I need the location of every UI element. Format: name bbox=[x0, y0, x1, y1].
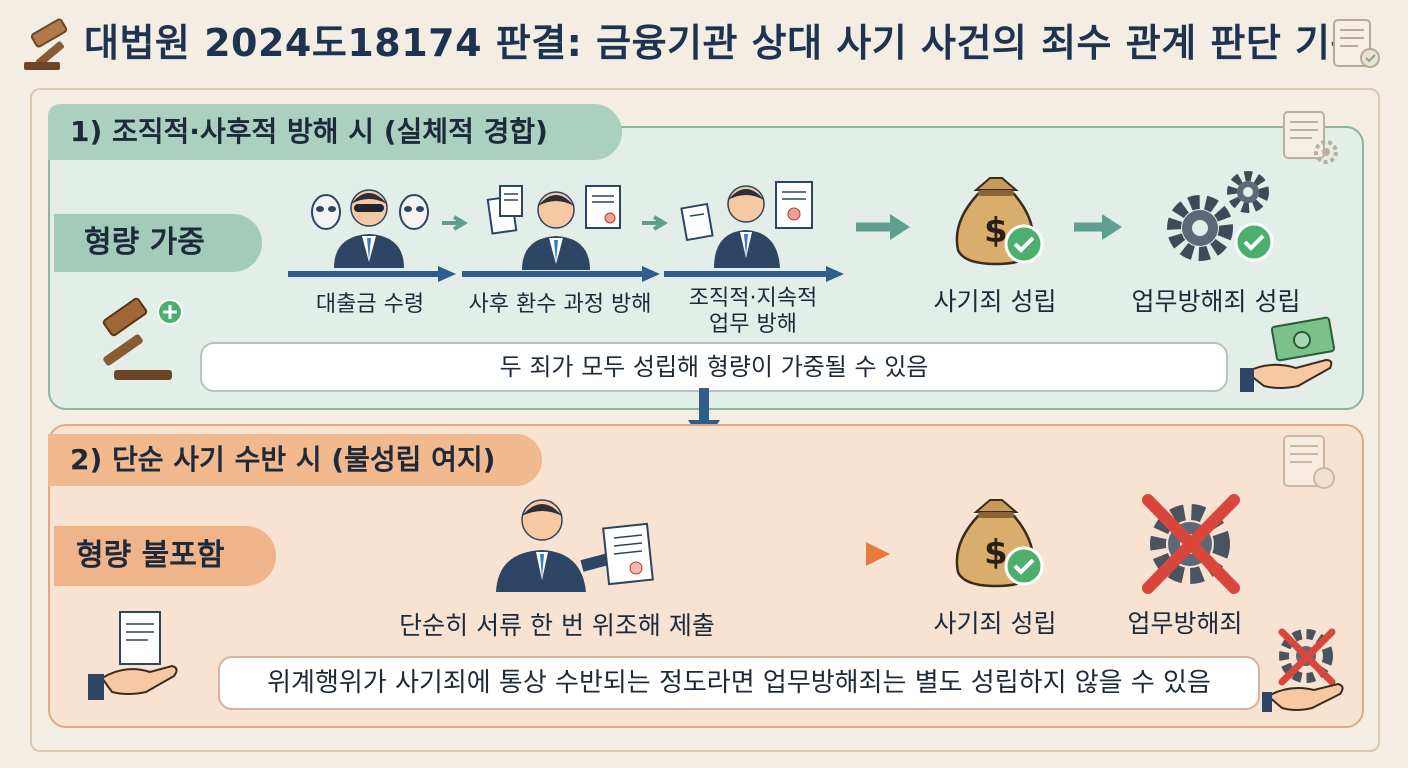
step-label-obstruct-recovery: 사후 환수 과정 방해 bbox=[468, 292, 652, 317]
step-label-organized: 조직적·지속적 bbox=[688, 286, 818, 311]
section2-summary-text: 위계행위가 사기죄에 통상 수반되는 정도라면 업무방해죄는 별도 성립하지 않… bbox=[267, 668, 1211, 698]
svg-text:$: $ bbox=[984, 211, 1008, 251]
result-obstruction-label: 업무방해죄 성립 bbox=[1131, 287, 1301, 316]
result-fraud-label-2: 사기죄 성립 bbox=[933, 609, 1057, 638]
presenting-person-icon bbox=[680, 172, 820, 272]
small-arrow-icon bbox=[440, 214, 470, 236]
timeline-arrow bbox=[288, 264, 458, 288]
page-title: 대법원 2024도18174 판결: 금융기관 상대 사기 사건의 죄수 관계 … bbox=[84, 21, 1366, 65]
gears-cross-hand-icon bbox=[1262, 626, 1352, 716]
gears-check-icon bbox=[1160, 166, 1280, 274]
gavel-plus-icon bbox=[82, 297, 192, 386]
scroll-seal-icon bbox=[1278, 432, 1342, 500]
money-bag-check-icon: $ bbox=[944, 172, 1048, 272]
small-arrow-icon bbox=[640, 214, 670, 236]
document-person-icon bbox=[486, 180, 626, 274]
section2-header: 2) 단순 사기 수반 시 (불성립 여지) bbox=[48, 434, 542, 486]
section1-summary-box: 두 죄가 모두 성립해 형량이 가중될 수 있음 bbox=[200, 342, 1228, 392]
svg-text:$: $ bbox=[984, 533, 1008, 573]
flow-arrow bbox=[856, 210, 912, 248]
section1-tag: 형량 가중 bbox=[54, 214, 262, 272]
orange-flow-arrow bbox=[760, 538, 892, 574]
title-gavel-icon bbox=[22, 18, 82, 76]
step-label-loan: 대출금 수령 bbox=[315, 292, 425, 317]
document-hand-icon bbox=[88, 608, 184, 708]
title-scroll-icon bbox=[1326, 14, 1384, 76]
document-submit-person-icon bbox=[486, 486, 666, 596]
section2-tag: 형량 불포함 bbox=[54, 526, 276, 586]
money-bag-check-icon: $ bbox=[944, 494, 1048, 594]
result-fraud-label: 사기죄 성립 bbox=[933, 287, 1057, 316]
money-hand-icon bbox=[1240, 316, 1340, 400]
timeline-arrow bbox=[462, 264, 662, 288]
section1-header: 1) 조직적·사후적 방해 시 (실체적 경합) bbox=[48, 104, 622, 160]
gear-cross-icon bbox=[1138, 494, 1242, 598]
section1-summary-text: 두 죄가 모두 성립해 형량이 가중될 수 있음 bbox=[499, 353, 929, 381]
outer-frame bbox=[30, 88, 1380, 752]
step-label-business: 업무 방해 bbox=[709, 312, 797, 337]
flow-arrow bbox=[1074, 210, 1124, 248]
timeline-arrow bbox=[664, 264, 846, 288]
scroll-gear-icon bbox=[1276, 108, 1346, 172]
result-obstruction-label-2: 업무방해죄 bbox=[1127, 609, 1243, 638]
section2-summary-box: 위계행위가 사기죄에 통상 수반되는 정도라면 업무방해죄는 별도 성립하지 않… bbox=[218, 656, 1260, 710]
masked-person-icon bbox=[304, 176, 434, 272]
step-label-forge-once: 단순히 서류 한 번 위조해 제출 bbox=[399, 611, 715, 640]
